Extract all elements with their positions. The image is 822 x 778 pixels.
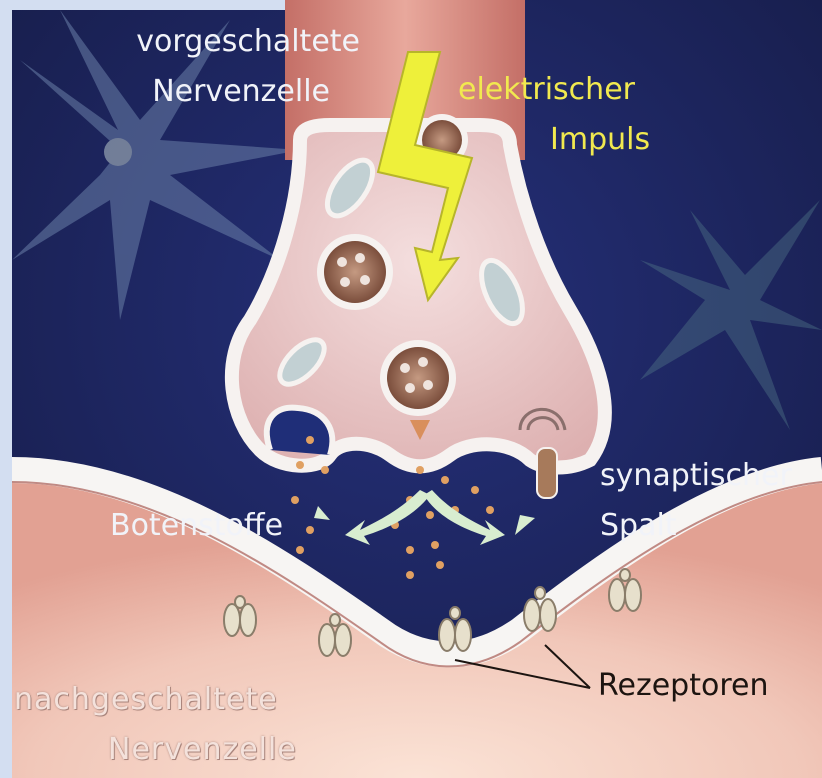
impulse-label-line1: elektrischer: [458, 72, 635, 108]
channel-protein: [537, 448, 557, 498]
vesicle: [317, 234, 393, 310]
post-neuron-label-line2: Nervenzelle: [108, 732, 297, 768]
exocytosis-pocket: [267, 408, 332, 455]
receptors-label: Rezeptoren: [598, 668, 768, 704]
pre-neuron-label-line1: vorgeschaltete: [40, 24, 360, 60]
messengers-label: Botenstoffe: [110, 508, 283, 544]
cleft-label-line2: Spalt: [600, 508, 677, 544]
cleft-label-line1: synaptischer: [600, 458, 792, 494]
impulse-label-line2: Impuls: [550, 122, 650, 158]
post-neuron-label-line1: nachgeschaltete: [14, 682, 278, 718]
pre-neuron-label-line2: Nervenzelle: [40, 74, 330, 110]
vesicle: [380, 340, 456, 416]
